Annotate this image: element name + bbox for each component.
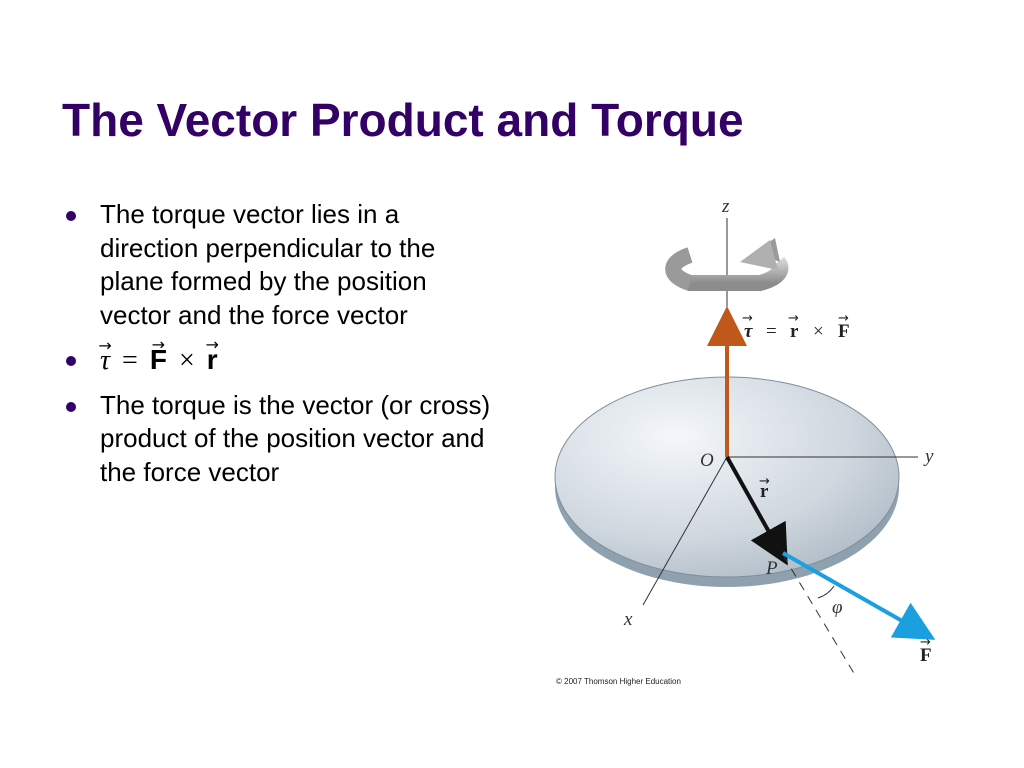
torque-diagram-svg: z y x O τ → = r → × F xyxy=(554,196,936,686)
copyright-credit: © 2007 Thomson Higher Education xyxy=(556,677,681,686)
svg-text:→: → xyxy=(838,311,849,326)
formula-force: F xyxy=(150,343,167,377)
force-vector-label: F → xyxy=(920,635,932,666)
torque-equation-label: τ → = r → × F → xyxy=(742,311,850,342)
formula-times: × xyxy=(178,345,195,376)
extension-line xyxy=(782,554,856,676)
bullet-dot xyxy=(66,401,76,412)
svg-text:F: F xyxy=(838,321,850,342)
formula-position: r xyxy=(207,343,218,377)
point-label: P xyxy=(765,558,778,579)
bullet-item: The torque vector lies in a direction pe… xyxy=(62,198,502,332)
position-vector xyxy=(725,456,788,566)
bullet-item: The torque is the vector (or cross) prod… xyxy=(62,389,502,490)
angle-arc xyxy=(817,585,835,599)
formula-tau: τ xyxy=(100,344,110,378)
formula-equals: = xyxy=(122,345,138,376)
position-vector-label: r → xyxy=(759,474,770,502)
bullet-dot xyxy=(66,211,76,221)
x-axis-line xyxy=(642,456,728,606)
svg-text:F: F xyxy=(920,645,932,666)
svg-text:τ: τ xyxy=(744,321,753,342)
bullet-text: The torque vector lies in a direction pe… xyxy=(100,199,436,330)
y-axis-label: y xyxy=(923,446,934,467)
bullet-list: The torque vector lies in a direction pe… xyxy=(62,198,502,500)
bullet-item-formula: τ = F × r xyxy=(62,343,502,378)
svg-text:=: = xyxy=(766,321,777,342)
torque-diagram: z y x O τ → = r → × F xyxy=(540,190,980,690)
bullet-text: The torque is the vector (or cross) prod… xyxy=(100,389,491,487)
svg-text:r: r xyxy=(760,481,769,502)
force-vector xyxy=(782,551,936,640)
rotation-arrow-icon xyxy=(665,238,789,291)
svg-text:r: r xyxy=(790,321,799,342)
slide-title: The Vector Product and Torque xyxy=(62,94,744,146)
svg-text:→: → xyxy=(742,311,753,326)
svg-text:→: → xyxy=(788,311,799,326)
svg-text:→: → xyxy=(759,474,770,489)
torque-formula: τ = F × r xyxy=(100,343,218,378)
origin-label: O xyxy=(700,450,714,471)
svg-text:→: → xyxy=(920,635,931,650)
disc xyxy=(554,376,900,587)
z-axis-label: z xyxy=(721,196,730,217)
x-axis-label: x xyxy=(623,609,633,630)
bullet-dot xyxy=(66,356,76,366)
svg-text:×: × xyxy=(813,321,824,342)
angle-label: φ xyxy=(832,597,843,618)
